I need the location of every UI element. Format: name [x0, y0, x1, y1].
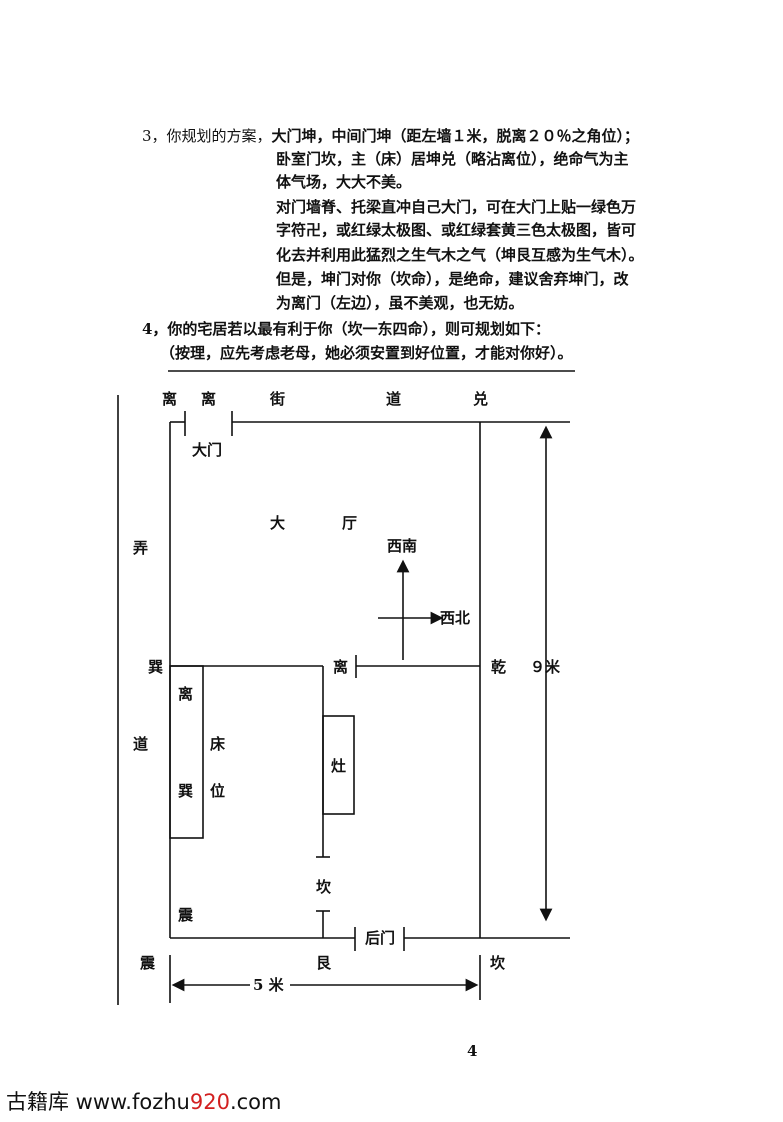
- label-compass-nw: 西北: [440, 609, 471, 627]
- label-dim-5m: 5 米: [253, 976, 284, 994]
- label-bed-chuang: 床: [210, 735, 226, 753]
- item3-line4: 对门墙脊、托梁直冲自己大门，可在大门上贴一绿色万: [276, 198, 637, 216]
- label-hall-ting: 厅: [342, 514, 358, 532]
- label-stove: 灶: [331, 757, 347, 775]
- label-bottom-kan: 坎: [490, 954, 506, 972]
- label-left-nong: 弄: [133, 539, 149, 557]
- item3-line6: 化去并利用此猛烈之生气木之气（坤艮互感为生气木）。: [276, 246, 644, 264]
- label-left-xun: 巽: [148, 658, 164, 676]
- label-hall-da: 大: [270, 514, 286, 532]
- label-right-qian: 乾: [491, 658, 507, 676]
- label-top-dui: 兑: [473, 390, 489, 408]
- watermark-suffix: .com: [229, 1090, 282, 1114]
- item3-line2: 卧室门坎，主（床）居坤兑（略沾离位），绝命气为主: [276, 150, 629, 168]
- label-bed-li: 离: [178, 685, 194, 703]
- bed-rect: [169, 665, 204, 839]
- item3-line1: 3，你规划的方案，大门坤，中间门坤（距左墙１米，脱离２０％之角位）；: [142, 127, 639, 145]
- label-zhen-inner: 震: [178, 906, 194, 924]
- item4-line1: 4，你的宅居若以最有利于你（坎一东四命），则可规划如下：: [142, 320, 550, 338]
- label-bed-wei: 位: [210, 782, 226, 800]
- label-compass-sw: 西南: [387, 537, 418, 555]
- label-bottom-gen: 艮: [316, 954, 332, 972]
- label-kan: 坎: [316, 878, 332, 896]
- label-top-dao: 道: [386, 390, 402, 408]
- site-watermark: 古籍库 www.fozhu920.com: [6, 1086, 281, 1116]
- label-top-li-2: 离: [201, 390, 217, 408]
- item3-lead: 3，你规划的方案，: [142, 127, 272, 145]
- label-bed-xun: 巽: [178, 782, 194, 800]
- label-dim-9m: ９米: [530, 658, 561, 676]
- page-number: 4: [467, 1042, 478, 1060]
- item4-line2: （按理，应先考虑老母，她必须安置到好位置，才能对你好）。: [160, 344, 573, 362]
- item3-line1-bold: 大门坤，中间门坤（距左墙１米，脱离２０％之角位）；: [271, 127, 640, 145]
- label-mid-li: 离: [333, 658, 349, 676]
- watermark-prefix: 古籍库 www.fozhu: [6, 1090, 190, 1114]
- label-top-jie: 街: [270, 390, 286, 408]
- item3-line7: 但是，坤门对你（坎命），是绝命，建议舍弃坤门，改: [276, 270, 629, 288]
- item3-line5: 字符卍，或红绿太极图、或红绿套黄三色太极图，皆可: [276, 221, 637, 239]
- label-bottom-zhen: 震: [140, 954, 156, 972]
- label-top-li-1: 离: [162, 390, 178, 408]
- item3-line8: 为离门（左边），虽不美观，也无妨。: [276, 294, 524, 312]
- watermark-red: 920: [189, 1090, 230, 1114]
- label-left-dao: 道: [133, 735, 149, 753]
- stove-rect: [322, 715, 355, 815]
- label-back-door: 后门: [365, 929, 396, 947]
- item3-line3: 体气场，大大不美。: [276, 173, 412, 191]
- label-main-door: 大门: [192, 441, 223, 459]
